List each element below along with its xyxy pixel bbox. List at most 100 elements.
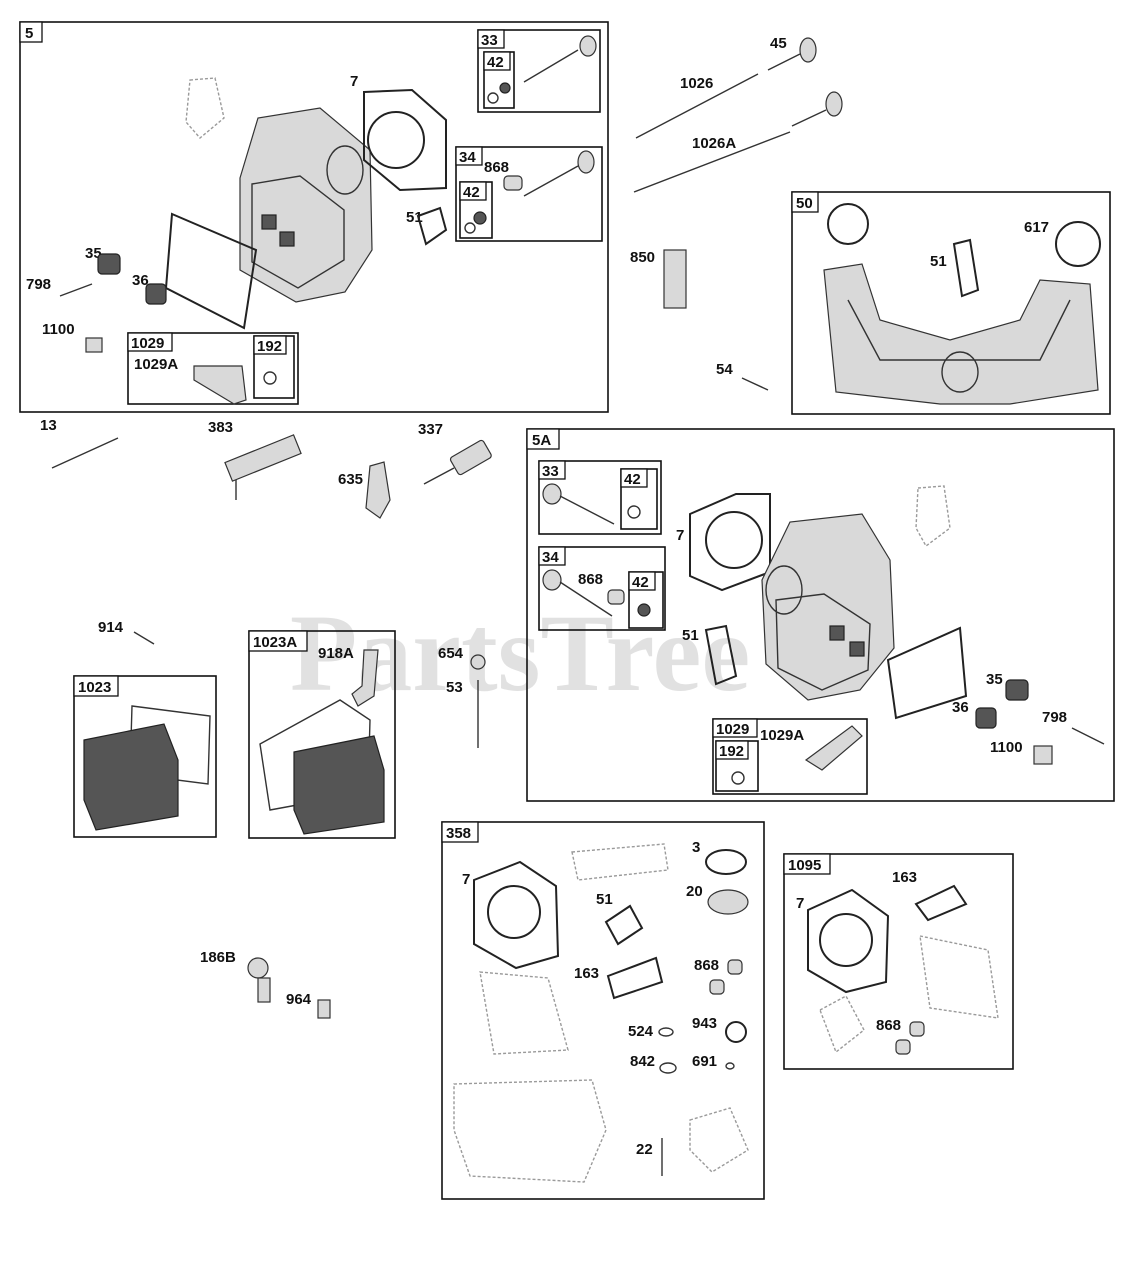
guide-868-b-part	[709, 979, 725, 995]
valve-seal-c-part	[627, 505, 641, 519]
lifter-1026A-part	[791, 91, 843, 127]
subgroup-33-tag-box	[477, 29, 505, 49]
section-5A-tag: 5A	[532, 432, 551, 449]
subgroup-34b-frame	[538, 546, 666, 631]
guide-868-c-part	[909, 1021, 925, 1037]
subgroup-34b-tag-box	[538, 546, 566, 566]
valve-seal-b-part	[473, 211, 487, 225]
loose-parts-middle: 13 383 337 635 914 654 53 186B 964	[40, 417, 492, 1019]
head-gasket-part	[363, 88, 447, 192]
label-918A: 918A	[318, 645, 354, 662]
spring-35-b-part	[1005, 679, 1029, 701]
ghost-gasket-358b-part	[479, 971, 569, 1055]
section-358: 358 3 20 7 51 163 868 524 943 842 691 22	[441, 821, 765, 1200]
subgroup-1029b-frame	[712, 718, 868, 795]
label-868-c: 868	[578, 571, 603, 588]
guide-868-d-part	[895, 1039, 911, 1055]
intake-gasket-part	[416, 206, 448, 246]
cover-gasket-b-part	[886, 626, 968, 720]
clip-1100-part	[85, 337, 103, 353]
subgroup-33-tag: 33	[481, 32, 498, 49]
section-5: 5 33 42 34 868 42	[19, 21, 609, 413]
label-54: 54	[716, 361, 733, 378]
label-51-b: 51	[930, 253, 947, 270]
spark-plug-337-part	[423, 439, 492, 485]
section-1023A-frame	[248, 630, 396, 839]
seal-ring-left-part	[827, 203, 869, 245]
label-850: 850	[630, 249, 655, 266]
boot-635-part	[365, 461, 391, 519]
wrench-383-part	[224, 434, 302, 500]
screw-914-part	[133, 631, 155, 645]
bolt-798-part	[59, 283, 93, 297]
screw-54-part	[741, 377, 769, 391]
subgroup-42d-tag-box	[628, 571, 656, 591]
oring-691-part	[725, 1062, 735, 1070]
section-358-tag: 358	[446, 825, 471, 842]
lifter-45-part	[767, 37, 817, 71]
label-383: 383	[208, 419, 233, 436]
label-868-a: 868	[484, 159, 509, 176]
subgroup-1029b-tag-box	[712, 718, 758, 738]
label-1029A-c: 1029A	[760, 727, 804, 744]
seal-ring-617-part	[1055, 221, 1101, 267]
subgroup-42-tag-box	[483, 51, 511, 71]
label-186B: 186B	[200, 949, 236, 966]
subgroup-34-frame	[455, 146, 603, 242]
subgroup-42c-tag: 42	[624, 471, 641, 488]
section-1023-frame	[73, 675, 217, 838]
cylinder-head-b-part	[761, 513, 895, 701]
section-5A: 5A 33 42 34 868 42 7 51	[526, 428, 1115, 802]
valve-cover-1023A-part	[293, 735, 385, 835]
label-51-a: 51	[406, 209, 423, 226]
spring-36-b-part	[975, 707, 997, 729]
subgroup-192-tag-box	[253, 335, 287, 355]
seal-3-part	[705, 849, 747, 875]
label-51-c: 51	[682, 627, 699, 644]
push-rod-1026A-part	[633, 131, 791, 193]
intake-gasket-b-part	[952, 238, 980, 298]
label-7-a: 7	[350, 73, 358, 90]
label-51-d: 51	[596, 891, 613, 908]
valve-keeper-b-part	[464, 222, 476, 234]
label-914: 914	[98, 619, 124, 636]
ghost-gasket-part	[185, 77, 225, 139]
subgroup-42b-tag-box	[459, 181, 487, 201]
valve-guide-b-part	[607, 589, 625, 605]
label-842: 842	[630, 1053, 655, 1070]
bolt-798-b-part	[1071, 727, 1105, 745]
label-20: 20	[686, 883, 703, 900]
section-50: 50 617 51	[791, 191, 1111, 415]
intake-manifold-part	[823, 263, 1099, 405]
label-798-c: 798	[1042, 709, 1067, 726]
label-943: 943	[692, 1015, 717, 1032]
plug-964-part	[317, 999, 331, 1019]
section-1095: 1095 163 7 868	[783, 853, 1014, 1070]
section-1095-tag: 1095	[788, 857, 821, 874]
valve-cover-1023-part	[83, 723, 179, 831]
subgroup-1029-tag: 1029	[131, 335, 164, 352]
label-35-c: 35	[986, 671, 1003, 688]
subgroup-192b-tag-box	[715, 740, 749, 760]
section-5-tag-box	[19, 21, 43, 43]
subgroup-192b-tag: 192	[719, 743, 744, 760]
exhaust-valve-part	[523, 150, 595, 197]
label-163-e: 163	[892, 869, 917, 886]
section-5-frame	[19, 21, 609, 413]
label-1029A-a: 1029A	[134, 356, 178, 373]
head-gasket-b-part	[689, 493, 771, 592]
label-7-c: 7	[676, 527, 684, 544]
loose-parts-top: 45 1026 1026A 850 54	[630, 35, 843, 391]
clip-1100-b-part	[1033, 745, 1053, 765]
label-635: 635	[338, 471, 363, 488]
exhaust-gasket-163-part	[606, 956, 664, 1000]
label-654: 654	[438, 645, 464, 662]
subgroup-1029-frame	[127, 332, 299, 405]
cylinder-head-part	[239, 107, 373, 303]
section-1095-tag-box	[783, 853, 831, 875]
label-1026: 1026	[680, 75, 713, 92]
valve-seal-part	[499, 82, 511, 94]
subgroup-34b-tag: 34	[542, 549, 559, 566]
sealant-tube-850-part	[663, 249, 687, 309]
